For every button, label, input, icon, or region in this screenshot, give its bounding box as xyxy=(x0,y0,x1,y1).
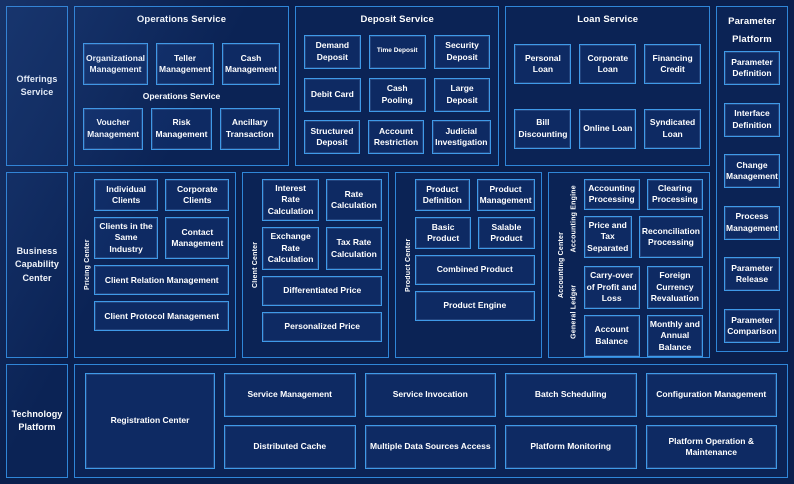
group-client-center[interactable]: Client Center Interest Rate Calculation … xyxy=(242,172,389,358)
parameter-platform-panel[interactable]: Parameter Platform Parameter Definition … xyxy=(716,6,788,352)
cell-large-deposit[interactable]: Large Deposit xyxy=(433,77,491,112)
cell-accounting-processing[interactable]: Accounting Processing xyxy=(583,179,640,210)
cell-time-deposit[interactable]: Time Deposit xyxy=(368,34,426,69)
cell-contact-management[interactable]: Contact Management xyxy=(165,217,230,260)
offerings-service-pillar[interactable]: Offerings Service xyxy=(6,6,68,166)
cell-parameter-release[interactable]: Parameter Release xyxy=(724,257,780,292)
cell-service-invocation[interactable]: Service Invocation xyxy=(364,373,496,417)
cell-financing-credit[interactable]: Financing Credit xyxy=(644,44,702,85)
group-pricing-center[interactable]: Pricing Center Individual Clients Corpor… xyxy=(74,172,237,358)
cell-clients-in-the-same-industry[interactable]: Clients in the Same Industry xyxy=(94,217,159,260)
group-title-loan-service: Loan Service xyxy=(577,14,639,25)
cell-clearing-processing[interactable]: Clearing Processing xyxy=(646,179,704,210)
vlabel-client-center: Client Center xyxy=(252,241,260,289)
vlabel-accounting-center: Accounting Center xyxy=(557,232,565,299)
cell-interface-definition[interactable]: Interface Definition xyxy=(724,102,780,137)
cell-carry-over-of-profit-and-loss[interactable]: Carry-over of Profit and Loss xyxy=(583,266,640,309)
cell-change-management[interactable]: Change Management xyxy=(724,154,780,189)
technology-platform-row: Technology Platform Registration Center … xyxy=(6,364,788,478)
cell-price-and-tax-separated[interactable]: Price and Tax Separated xyxy=(583,215,632,259)
group-product-center[interactable]: Product Center Product Definition Produc… xyxy=(395,172,542,358)
cell-risk-management[interactable]: Risk Management xyxy=(151,107,212,150)
cell-cash-pooling[interactable]: Cash Pooling xyxy=(368,77,426,112)
cell-configuration-management[interactable]: Configuration Management xyxy=(645,373,777,417)
vlabel-pricing-center: Pricing Center xyxy=(84,239,91,291)
group-operations-service[interactable]: Operations Service Operations Service Or… xyxy=(74,6,289,166)
cell-parameter-comparison[interactable]: Parameter Comparison xyxy=(724,308,780,343)
cell-client-relation-management[interactable]: Client Relation Management xyxy=(94,265,230,296)
business-capability-center-pillar[interactable]: Business Capability Center xyxy=(6,172,68,358)
cell-service-management[interactable]: Service Management xyxy=(224,373,356,417)
cell-tax-rate-calculation[interactable]: Tax Rate Calculation xyxy=(325,227,383,270)
cell-product-engine[interactable]: Product Engine xyxy=(415,291,535,321)
vlabel-product-center: Product Center xyxy=(405,238,412,292)
cell-corporate-clients[interactable]: Corporate Clients xyxy=(165,179,230,211)
offerings-service-row: Offerings Service Operations Service Ope… xyxy=(6,6,788,352)
cell-bill-discounting[interactable]: Bill Discounting xyxy=(514,108,572,149)
cell-platform-operation-maintenance[interactable]: Platform Operation & Maintenance xyxy=(645,425,777,469)
cell-voucher-management[interactable]: Voucher Management xyxy=(83,107,144,150)
cell-multiple-data-sources-access[interactable]: Multiple Data Sources Access xyxy=(364,425,496,469)
technology-platform-label: Technology Platform xyxy=(11,408,63,432)
cell-personal-loan[interactable]: Personal Loan xyxy=(514,44,572,85)
cell-platform-monitoring[interactable]: Platform Monitoring xyxy=(505,425,637,469)
cell-registration-center[interactable]: Registration Center xyxy=(85,373,215,469)
technology-platform-panel[interactable]: Registration Center Service Management D… xyxy=(74,364,788,478)
cell-demand-deposit[interactable]: Demand Deposit xyxy=(303,34,361,69)
cell-individual-clients[interactable]: Individual Clients xyxy=(94,179,159,211)
cell-personalized-price[interactable]: Personalized Price xyxy=(262,311,382,342)
vlabel-accounting-engine: Accounting Engine xyxy=(570,185,578,253)
business-capability-center-label: Business Capability Center xyxy=(14,246,59,283)
cell-distributed-cache[interactable]: Distributed Cache xyxy=(224,425,356,469)
cell-interest-rate-calculation[interactable]: Interest Rate Calculation xyxy=(262,179,319,222)
offerings-service-label: Offerings Service xyxy=(16,73,58,97)
cell-combined-product[interactable]: Combined Product xyxy=(415,255,535,285)
cell-product-management[interactable]: Product Management xyxy=(476,179,535,211)
cell-monthly-and-annual-balance[interactable]: Monthly and Annual Balance xyxy=(646,314,704,358)
cell-batch-scheduling[interactable]: Batch Scheduling xyxy=(505,373,637,417)
cell-client-protocol-management[interactable]: Client Protocol Management xyxy=(94,301,230,332)
cell-corporate-loan[interactable]: Corporate Loan xyxy=(579,44,637,85)
cell-account-restriction[interactable]: Account Restriction xyxy=(368,120,425,155)
cell-differentiated-price[interactable]: Differentiated Price xyxy=(262,275,382,306)
subgroup-general-ledger[interactable]: General Ledger Carry-over of Profit and … xyxy=(568,266,704,358)
parameter-platform-title-line1: Parameter xyxy=(728,16,776,27)
cell-foreign-currency-revaluation[interactable]: Foreign Currency Revaluation xyxy=(646,266,704,309)
cell-salable-product[interactable]: Salable Product xyxy=(478,217,535,249)
cell-reconciliation-processing[interactable]: Reconciliation Processing xyxy=(638,215,703,259)
cell-account-balance[interactable]: Account Balance xyxy=(583,314,640,358)
group-deposit-service[interactable]: Deposit Service Demand Deposit Time Depo… xyxy=(294,6,500,166)
business-capability-center-row: Business Capability Center Pricing Cente… xyxy=(6,172,788,358)
cell-cash-management[interactable]: Cash Management xyxy=(222,43,280,86)
cell-debit-card[interactable]: Debit Card xyxy=(303,77,361,112)
group-accounting-center[interactable]: Accounting Center Accounting Engine Acco… xyxy=(547,172,710,358)
cell-basic-product[interactable]: Basic Product xyxy=(415,217,472,249)
cell-product-definition[interactable]: Product Definition xyxy=(415,179,470,211)
cell-exchange-rate-calculation[interactable]: Exchange Rate Calculation xyxy=(262,227,319,270)
cell-rate-calculation[interactable]: Rate Calculation xyxy=(325,179,383,222)
parameter-platform-title-line2: Platform xyxy=(732,34,772,46)
cell-organizational-management[interactable]: Organizational Management xyxy=(83,43,149,86)
vlabel-general-ledger: General Ledger xyxy=(570,284,578,339)
cell-teller-management[interactable]: Teller Management xyxy=(156,43,214,86)
cell-process-management[interactable]: Process Management xyxy=(724,205,780,240)
cell-ancillary-transaction[interactable]: Ancillary Transaction xyxy=(219,107,280,150)
cell-judicial-investigation[interactable]: Judicial Investigation xyxy=(432,120,491,155)
technology-platform-pillar[interactable]: Technology Platform xyxy=(6,364,68,478)
cell-online-loan[interactable]: Online Loan xyxy=(579,108,637,149)
group-title-operations-service: Operations Service xyxy=(136,14,227,25)
group-title-deposit-service: Deposit Service xyxy=(360,14,434,25)
cell-security-deposit[interactable]: Security Deposit xyxy=(433,34,491,69)
cell-syndicated-loan[interactable]: Syndicated Loan xyxy=(644,108,702,149)
cell-structured-deposit[interactable]: Structured Deposit xyxy=(303,120,361,155)
subgroup-accounting-engine[interactable]: Accounting Engine Accounting Processing … xyxy=(568,179,704,259)
cell-parameter-definition[interactable]: Parameter Definition xyxy=(724,51,780,86)
group-loan-service[interactable]: Loan Service Personal Loan Corporate Loa… xyxy=(505,6,711,166)
